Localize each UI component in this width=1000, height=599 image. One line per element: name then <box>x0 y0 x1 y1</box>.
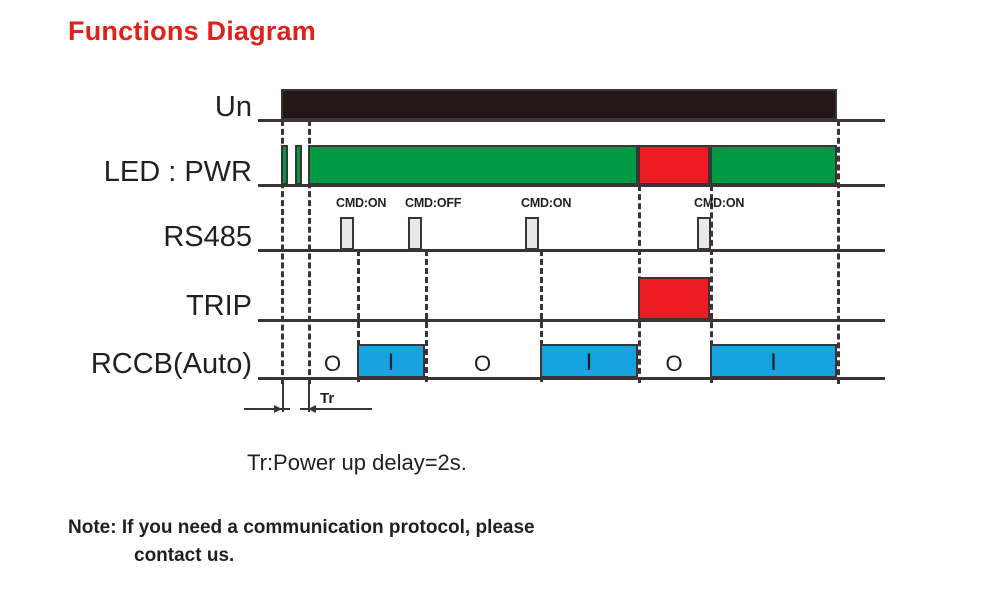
rs485-command-label-4: CMD:ON <box>694 196 745 210</box>
baseline-rccb <box>258 377 885 380</box>
guide-line-t3 <box>425 250 428 382</box>
rs485-pulse-4 <box>697 217 711 250</box>
note-line-1: Note: If you need a communication protoc… <box>68 517 535 538</box>
tr-caption: Tr:Power up delay=2s. <box>247 450 467 475</box>
tr-arrow-left-icon <box>308 405 316 413</box>
rccb-state-off-2: O <box>473 351 492 376</box>
pwr-on-segment-1 <box>308 145 638 185</box>
row-label-un: Un <box>214 91 252 123</box>
tr-axis-left <box>244 408 290 410</box>
rccb-state-on-3: I <box>770 349 777 376</box>
un-level-bar <box>281 89 837 120</box>
pwr-blink-pulse-2 <box>295 145 302 185</box>
note-block: Note: If you need a communication protoc… <box>68 514 535 569</box>
guide-line-t0 <box>281 120 284 384</box>
rccb-state-on-2: I <box>585 349 593 376</box>
rs485-pulse-2 <box>408 217 422 250</box>
baseline-un <box>258 119 885 122</box>
rs485-pulse-1 <box>340 217 354 250</box>
rs485-pulse-3 <box>525 217 539 250</box>
tr-tick-end <box>308 384 310 412</box>
rccb-state-on-1: I <box>387 349 395 376</box>
tr-tick-start <box>282 384 284 412</box>
baseline-pwr <box>258 184 885 187</box>
rs485-command-label-3: CMD:ON <box>521 196 572 210</box>
row-label-rs485: RS485 <box>163 221 252 253</box>
rs485-command-label-2: CMD:OFF <box>405 196 462 210</box>
baseline-trip <box>258 319 885 322</box>
row-label-pwr: LED : PWR <box>103 156 252 188</box>
guide-line-t7 <box>837 120 840 384</box>
tr-axis-right <box>300 408 372 410</box>
note-line-2: contact us. <box>134 544 235 566</box>
guide-line-t2 <box>357 250 360 382</box>
rccb-on-block-3 <box>710 344 837 378</box>
tr-marker-label: Tr <box>320 390 335 407</box>
rccb-state-off-1: O <box>323 351 342 376</box>
page-title: Functions Diagram <box>68 16 316 46</box>
pwr-blink-pulse-1 <box>281 145 288 185</box>
guide-line-t4 <box>540 250 543 382</box>
tr-arrow-right-icon <box>274 405 282 413</box>
pwr-on-segment-2 <box>710 145 837 185</box>
row-label-trip: TRIP <box>185 290 252 322</box>
guide-line-t1 <box>308 120 311 384</box>
row-label-rccb: RCCB(Auto) <box>90 348 252 380</box>
rs485-command-label-1: CMD:ON <box>336 196 387 210</box>
guide-line-t6 <box>710 185 713 383</box>
rccb-state-off-3: O <box>665 351 683 376</box>
rccb-on-block-2 <box>540 344 638 378</box>
trip-active-bar <box>638 277 710 320</box>
pwr-fault-segment <box>638 145 710 185</box>
rccb-on-block-1 <box>357 344 425 378</box>
baseline-rs485 <box>258 249 885 252</box>
